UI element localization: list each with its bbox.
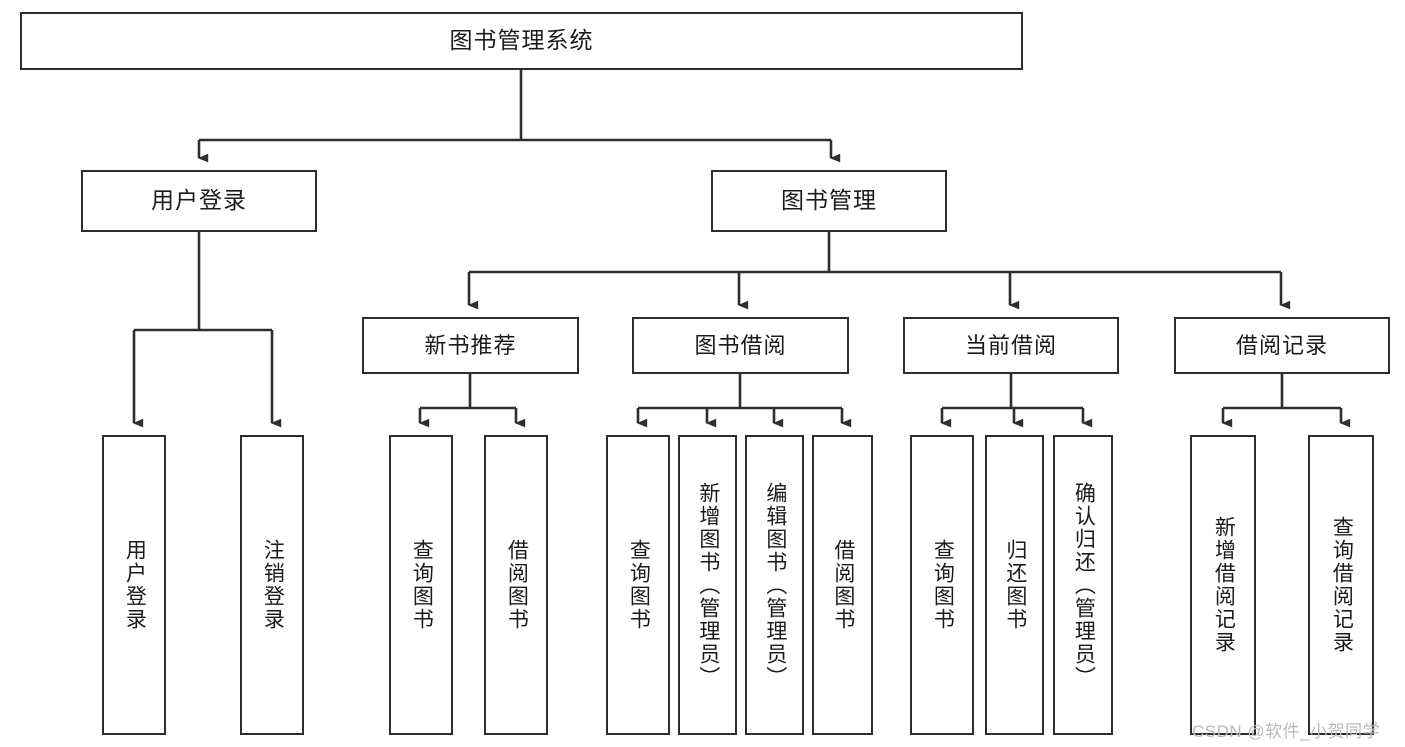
node-leaf-borrow-query-book-label: 查询图书 (627, 539, 651, 631)
node-current-borrow[interactable]: 当前借阅 (903, 317, 1119, 374)
node-leaf-current-query-book[interactable]: 查询图书 (910, 435, 974, 735)
node-leaf-recommend-borrow-book-label: 借阅图书 (505, 539, 529, 631)
edge-bookmanage-to-level3 (467, 232, 1291, 310)
node-leaf-user-logout[interactable]: 注销登录 (240, 435, 304, 735)
node-leaf-user-login[interactable]: 用户登录 (102, 435, 166, 735)
node-leaf-confirm-return-admin[interactable]: 确认归还（管理员） (1053, 435, 1113, 735)
node-leaf-recommend-borrow-book[interactable]: 借阅图书 (484, 435, 548, 735)
edge-newbook-to-leaves (418, 374, 526, 428)
node-leaf-recommend-query-book[interactable]: 查询图书 (389, 435, 453, 735)
node-leaf-borrow-book[interactable]: 借阅图书 (812, 435, 873, 735)
node-book-manage[interactable]: 图书管理 (711, 170, 947, 232)
node-borrow-record-label: 借阅记录 (1235, 332, 1328, 358)
node-book-manage-label: 图书管理 (781, 187, 877, 214)
node-new-book-recommend[interactable]: 新书推荐 (362, 317, 579, 374)
node-leaf-borrow-book-label: 借阅图书 (831, 539, 855, 631)
edge-root-to-level2 (197, 70, 841, 163)
node-leaf-borrow-query-book[interactable]: 查询图书 (606, 435, 670, 735)
node-user-login-label: 用户登录 (151, 187, 247, 214)
node-leaf-query-borrow-record[interactable]: 查询借阅记录 (1308, 435, 1374, 735)
node-book-borrow[interactable]: 图书借阅 (632, 317, 849, 374)
node-leaf-user-login-label: 用户登录 (123, 539, 147, 631)
node-leaf-confirm-return-admin-label: 确认归还（管理员） (1072, 481, 1096, 689)
node-leaf-query-borrow-record-label: 查询借阅记录 (1330, 516, 1354, 654)
node-leaf-edit-book-admin-label: 编辑图书（管理员） (763, 481, 787, 689)
node-leaf-recommend-query-book-label: 查询图书 (410, 539, 434, 631)
node-root[interactable]: 图书管理系统 (20, 12, 1023, 70)
node-leaf-edit-book-admin[interactable]: 编辑图书（管理员） (745, 435, 804, 735)
edge-borrowrecord-to-leaves (1221, 374, 1351, 428)
node-leaf-add-book-admin-label: 新增图书（管理员） (696, 481, 720, 689)
node-leaf-add-borrow-record[interactable]: 新增借阅记录 (1190, 435, 1256, 735)
node-borrow-record[interactable]: 借阅记录 (1174, 317, 1390, 374)
edge-bookborrow-to-leaves (636, 374, 852, 428)
edge-userlogin-to-leaves (132, 232, 282, 428)
node-leaf-add-borrow-record-label: 新增借阅记录 (1212, 516, 1236, 654)
node-book-borrow-label: 图书借阅 (694, 332, 787, 358)
node-leaf-return-book-label: 归还图书 (1003, 539, 1027, 631)
node-current-borrow-label: 当前借阅 (964, 332, 1057, 358)
node-leaf-current-query-book-label: 查询图书 (931, 539, 955, 631)
node-leaf-user-logout-label: 注销登录 (261, 539, 285, 631)
node-user-login[interactable]: 用户登录 (81, 170, 317, 232)
node-new-book-recommend-label: 新书推荐 (424, 332, 517, 358)
node-leaf-add-book-admin[interactable]: 新增图书（管理员） (678, 435, 737, 735)
edge-currentborrow-to-leaves (940, 374, 1093, 428)
node-leaf-return-book[interactable]: 归还图书 (985, 435, 1044, 735)
node-root-label: 图书管理系统 (449, 27, 594, 54)
